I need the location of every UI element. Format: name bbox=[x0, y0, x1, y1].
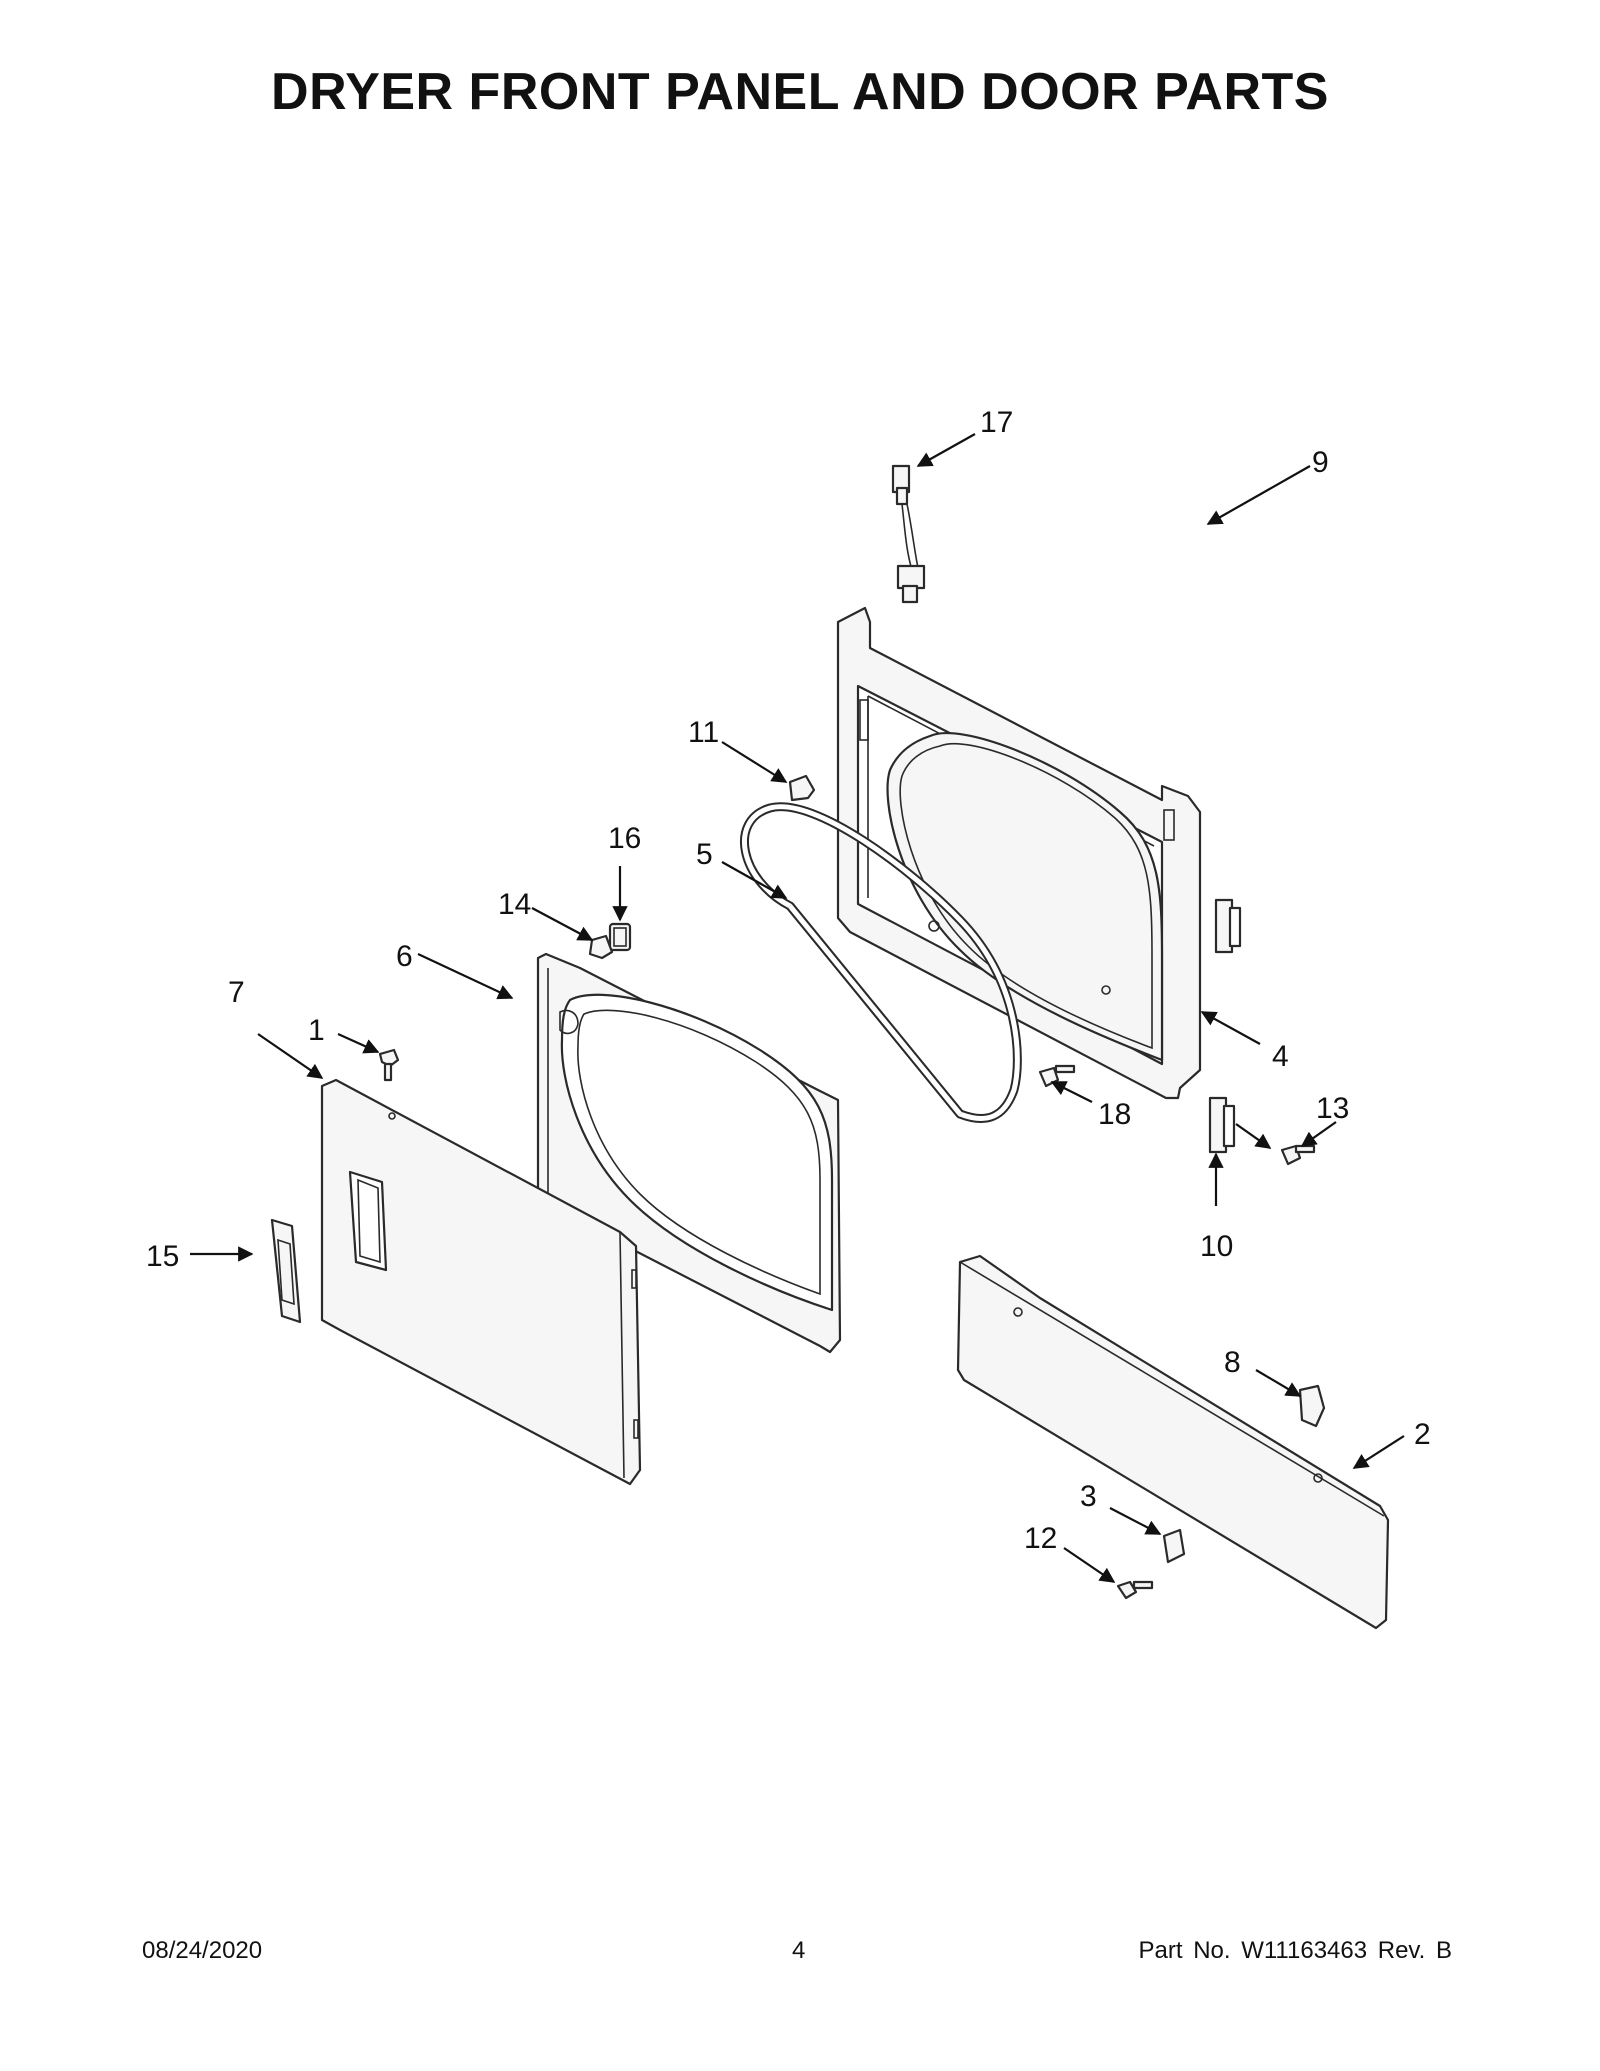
callout-7: 7 bbox=[228, 976, 245, 1009]
callout-17: 17 bbox=[980, 406, 1013, 439]
callout-labels: 17 9 11 16 5 14 6 7 1 4 18 13 10 15 8 2 … bbox=[146, 406, 1431, 1555]
part-12-screw bbox=[1116, 1580, 1154, 1600]
callout-3: 3 bbox=[1080, 1480, 1097, 1513]
part-2-front-console bbox=[956, 1254, 1390, 1630]
footer-date: 08/24/2020 bbox=[142, 1937, 263, 1964]
callout-12: 12 bbox=[1024, 1522, 1057, 1555]
leader-17 bbox=[916, 433, 976, 467]
leader-lines bbox=[190, 433, 1405, 1583]
part-5-gasket bbox=[740, 802, 1022, 1123]
part-1-screw bbox=[378, 1048, 400, 1082]
leader-10-to-13 bbox=[1235, 1123, 1272, 1149]
leader-1 bbox=[337, 1032, 380, 1054]
part-13-screw bbox=[1280, 1144, 1316, 1166]
callout-15: 15 bbox=[146, 1240, 179, 1273]
part-16-latch bbox=[608, 922, 632, 952]
callout-5: 5 bbox=[696, 838, 713, 871]
leader-2 bbox=[1352, 1435, 1405, 1469]
leader-7 bbox=[257, 1033, 324, 1079]
footer-part-number: Part No. W11163463 Rev. B bbox=[1138, 1937, 1452, 1964]
leader-12 bbox=[1063, 1547, 1116, 1583]
part-3-clip-plate bbox=[1162, 1528, 1186, 1564]
callout-1: 1 bbox=[308, 1014, 325, 1047]
part-11-clip bbox=[788, 774, 816, 802]
callout-10: 10 bbox=[1200, 1230, 1233, 1263]
leader-13 bbox=[1300, 1121, 1337, 1147]
leader-5 bbox=[721, 861, 788, 899]
footer-page-number: 4 bbox=[792, 1937, 806, 1964]
part-10-hinges bbox=[1208, 898, 1242, 1154]
callout-18: 18 bbox=[1098, 1098, 1131, 1131]
leader-14 bbox=[531, 907, 594, 941]
leader-18 bbox=[1050, 1081, 1093, 1103]
part-14-strike bbox=[588, 934, 614, 960]
leader-8 bbox=[1255, 1369, 1302, 1397]
part-4-inner-door-panel bbox=[836, 606, 1202, 1100]
part-9-seal bbox=[973, 448, 1368, 883]
callout-13: 13 bbox=[1316, 1092, 1349, 1125]
callout-16: 16 bbox=[608, 822, 641, 855]
callout-9: 9 bbox=[1312, 446, 1329, 479]
callout-11: 11 bbox=[688, 716, 719, 749]
callout-14: 14 bbox=[498, 888, 531, 921]
callout-8: 8 bbox=[1224, 1346, 1241, 1379]
leader-3 bbox=[1109, 1507, 1162, 1535]
leader-6 bbox=[417, 953, 514, 1000]
part-15-handle bbox=[270, 1218, 302, 1324]
part-18-screw bbox=[1038, 1064, 1076, 1088]
callout-6: 6 bbox=[396, 940, 413, 973]
part-8-bracket bbox=[1298, 1384, 1326, 1428]
leader-11 bbox=[721, 741, 788, 783]
callout-4: 4 bbox=[1272, 1040, 1289, 1073]
page-title: DRYER FRONT PANEL AND DOOR PARTS bbox=[271, 63, 1329, 121]
leader-9 bbox=[1206, 465, 1311, 525]
part-7-outer-door bbox=[320, 1078, 642, 1486]
leader-4 bbox=[1200, 1011, 1261, 1045]
part-17-wire-harness bbox=[891, 464, 926, 604]
callout-2: 2 bbox=[1414, 1418, 1431, 1451]
